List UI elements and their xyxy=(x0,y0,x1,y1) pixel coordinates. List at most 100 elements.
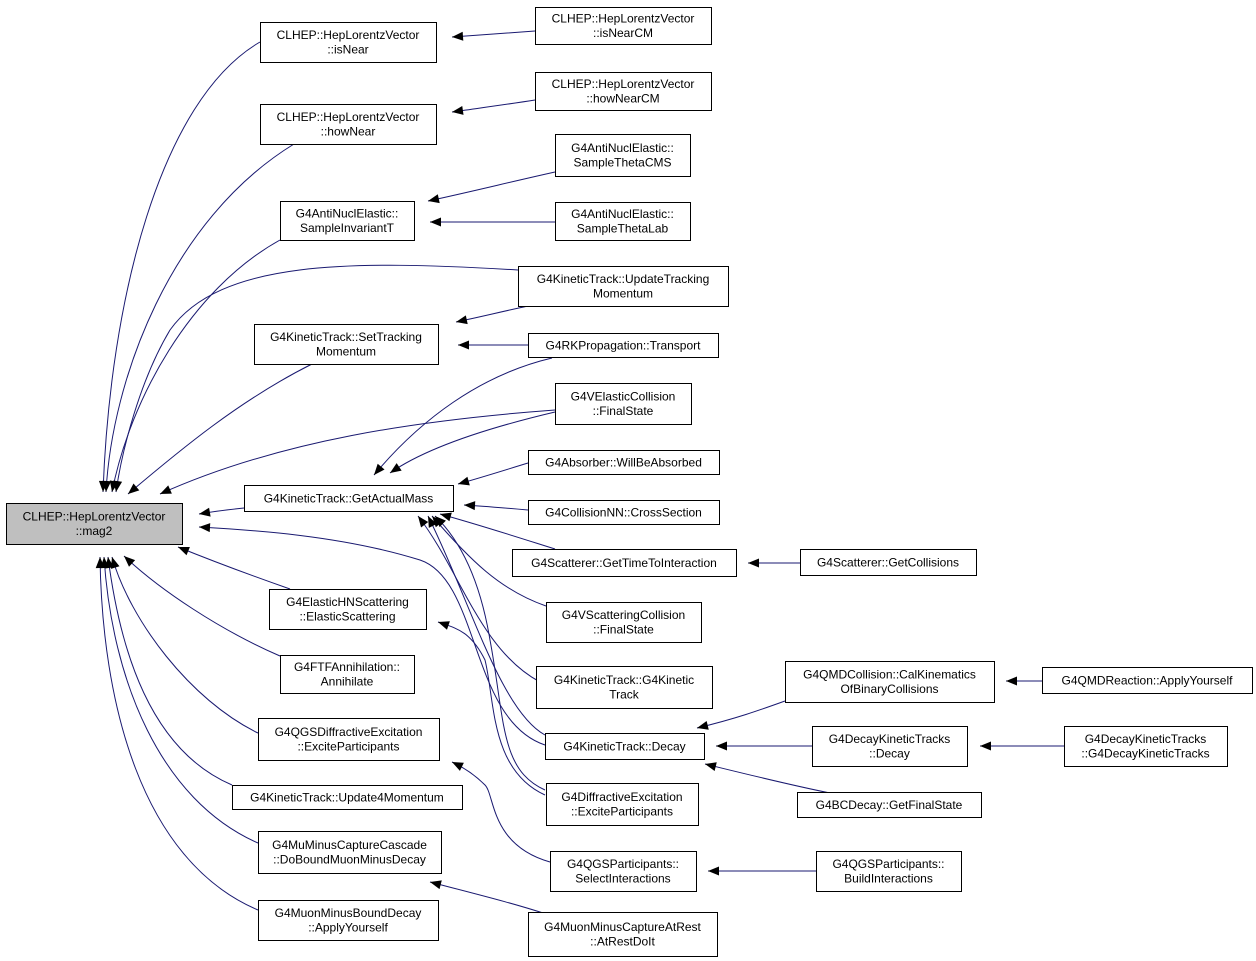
node-elasticScattering[interactable]: G4ElasticHNScattering::ElasticScattering xyxy=(269,589,427,630)
node-vElasticFinalState[interactable]: G4VElasticCollision::FinalState xyxy=(555,383,692,425)
arrowhead xyxy=(430,217,441,227)
node-ftfAnnihilate[interactable]: G4FTFAnnihilation::Annihilate xyxy=(280,655,415,694)
node-box xyxy=(555,134,691,177)
node-sampleThetaCMS[interactable]: G4AntiNuclElastic::SampleThetaCMS xyxy=(555,134,691,177)
node-box xyxy=(260,104,437,145)
node-atRestDoIt[interactable]: G4MuonMinusCaptureAtRest::AtRestDoIt xyxy=(528,912,718,957)
edge-ftfAnnihilate-to-root xyxy=(123,555,281,657)
node-sampleThetaLab[interactable]: G4AntiNuclElastic::SampleThetaLab xyxy=(555,202,691,241)
arrowhead xyxy=(438,621,450,630)
node-label-line: G4ElasticHNScattering xyxy=(286,595,409,609)
node-getCollisions[interactable]: G4Scatterer::GetCollisions xyxy=(800,549,977,576)
edge-ktDecay-to-getActualMass xyxy=(427,515,546,736)
node-label-line: G4BCDecay::GetFinalState xyxy=(816,798,963,812)
node-box xyxy=(816,851,962,892)
edge-bcGetFinalState-to-ktDecay xyxy=(704,763,831,794)
node-buildInteractions[interactable]: G4QGSParticipants::BuildInteractions xyxy=(816,851,962,892)
node-label-line: G4DecayKineticTracks xyxy=(829,732,951,746)
node-label-line: ::ApplyYourself xyxy=(308,921,388,935)
edge-update4Momentum-to-root xyxy=(107,556,233,786)
arrowhead xyxy=(102,480,112,492)
arrowhead xyxy=(1006,676,1017,686)
node-label-line: CLHEP::HepLorentzVector xyxy=(277,28,420,42)
edge-isNearCM-to-isNear xyxy=(451,30,536,38)
arrowhead xyxy=(418,516,429,528)
node-vScatteringFinalState[interactable]: G4VScatteringCollision::FinalState xyxy=(546,602,702,643)
node-dktConstructor[interactable]: G4DecayKineticTracks::G4DecayKineticTrac… xyxy=(1064,726,1228,767)
node-box xyxy=(1042,667,1253,694)
node-ktDecay[interactable]: G4KineticTrack::Decay xyxy=(545,733,705,760)
node-box xyxy=(1064,726,1228,767)
node-selectInteractions[interactable]: G4QGSParticipants::SelectInteractions xyxy=(550,851,697,892)
node-doBoundMuonMinusDecay[interactable]: G4MuMinusCaptureCascade::DoBoundMuonMinu… xyxy=(258,831,442,874)
edge-doBoundMuonMinusDecay-to-root xyxy=(103,556,259,844)
arrowhead xyxy=(452,762,464,771)
node-bcGetFinalState[interactable]: G4BCDecay::GetFinalState xyxy=(797,792,982,818)
node-qmdApplyYourself[interactable]: G4QMDReaction::ApplyYourself xyxy=(1042,667,1253,694)
node-box xyxy=(528,333,719,358)
node-muonBoundApplyYourself[interactable]: G4MuonMinusBoundDecay::ApplyYourself xyxy=(258,900,439,941)
node-update4Momentum[interactable]: G4KineticTrack::Update4Momentum xyxy=(232,785,463,810)
arrowhead xyxy=(708,866,719,876)
node-label-line: G4QGSParticipants:: xyxy=(567,857,679,871)
node-box xyxy=(232,785,463,810)
node-getActualMass[interactable]: G4KineticTrack::GetActualMass xyxy=(244,485,454,512)
node-box xyxy=(260,22,437,63)
node-willBeAbsorbed[interactable]: G4Absorber::WillBeAbsorbed xyxy=(528,450,720,475)
node-crossSection[interactable]: G4CollisionNN::CrossSection xyxy=(528,500,720,525)
node-getTimeToInteraction[interactable]: G4Scatterer::GetTimeToInteraction xyxy=(512,549,737,577)
node-label-line: OfBinaryCollisions xyxy=(840,682,938,696)
arrowhead xyxy=(458,476,470,486)
arrowhead xyxy=(430,880,442,890)
node-label-line: ::ExciteParticipants xyxy=(297,740,399,754)
node-label-line: G4Scatterer::GetCollisions xyxy=(817,555,959,569)
node-box xyxy=(254,324,439,365)
node-howNearCM[interactable]: CLHEP::HepLorentzVector::howNearCM xyxy=(535,72,712,111)
node-label-line: G4KineticTrack::G4Kinetic xyxy=(554,673,694,687)
node-box xyxy=(546,602,702,643)
node-box xyxy=(812,726,968,767)
node-isNearCM[interactable]: CLHEP::HepLorentzVector::isNearCM xyxy=(535,7,712,45)
edge-howNearCM-to-howNear xyxy=(451,99,536,113)
node-isNear[interactable]: CLHEP::HepLorentzVector::isNear xyxy=(260,22,437,63)
node-box xyxy=(785,661,995,703)
node-box xyxy=(546,783,699,826)
arrowhead xyxy=(440,512,452,522)
node-root[interactable]: CLHEP::HepLorentzVector::mag2 xyxy=(6,503,183,545)
edge-ktDecay-to-root xyxy=(198,526,546,746)
node-box xyxy=(528,912,718,957)
arrowhead xyxy=(428,516,437,528)
node-howNear[interactable]: CLHEP::HepLorentzVector::howNear xyxy=(260,104,437,145)
node-label-line: Track xyxy=(609,688,640,702)
node-label-line: CLHEP::HepLorentzVector xyxy=(552,12,695,26)
node-label-line: G4QMDCollision::CalKinematics xyxy=(803,668,976,682)
node-label-line: G4DiffractiveExcitation xyxy=(561,790,682,804)
node-ktConstructor[interactable]: G4KineticTrack::G4KineticTrack xyxy=(536,666,713,709)
node-label-line: SampleInvariantT xyxy=(300,221,395,235)
node-label-line: Momentum xyxy=(593,287,653,301)
edge-getTimeToInteraction-to-getActualMass xyxy=(439,513,556,550)
edge-updateTrackingMomentum-to-setTrackingMomentum xyxy=(455,305,529,323)
arrowhead xyxy=(178,546,190,556)
node-box xyxy=(535,7,712,45)
node-label-line: G4KineticTrack::GetActualMass xyxy=(264,491,434,505)
edge-elasticScattering-to-root xyxy=(177,546,291,590)
node-sampleInvariantT[interactable]: G4AntiNuclElastic::SampleInvariantT xyxy=(280,201,415,241)
arrowhead xyxy=(124,556,136,567)
node-diffExciteParticipants[interactable]: G4DiffractiveExcitation::ExciteParticipa… xyxy=(546,783,699,826)
node-label-line: SampleThetaCMS xyxy=(573,156,671,170)
node-calKinematics[interactable]: G4QMDCollision::CalKinematicsOfBinaryCol… xyxy=(785,661,995,703)
node-dktDecay[interactable]: G4DecayKineticTracks::Decay xyxy=(812,726,968,767)
node-label-line: ::mag2 xyxy=(76,524,113,538)
node-box xyxy=(244,485,454,512)
node-label-line: ::ElasticScattering xyxy=(299,610,395,624)
node-box xyxy=(258,718,440,761)
node-box xyxy=(528,450,720,475)
node-rkTransport[interactable]: G4RKPropagation::Transport xyxy=(528,333,719,358)
node-label-line: ::FinalState xyxy=(593,404,654,418)
node-box xyxy=(269,589,427,630)
node-qgsExciteParticipants[interactable]: G4QGSDiffractiveExcitation::ExcitePartic… xyxy=(258,718,440,761)
